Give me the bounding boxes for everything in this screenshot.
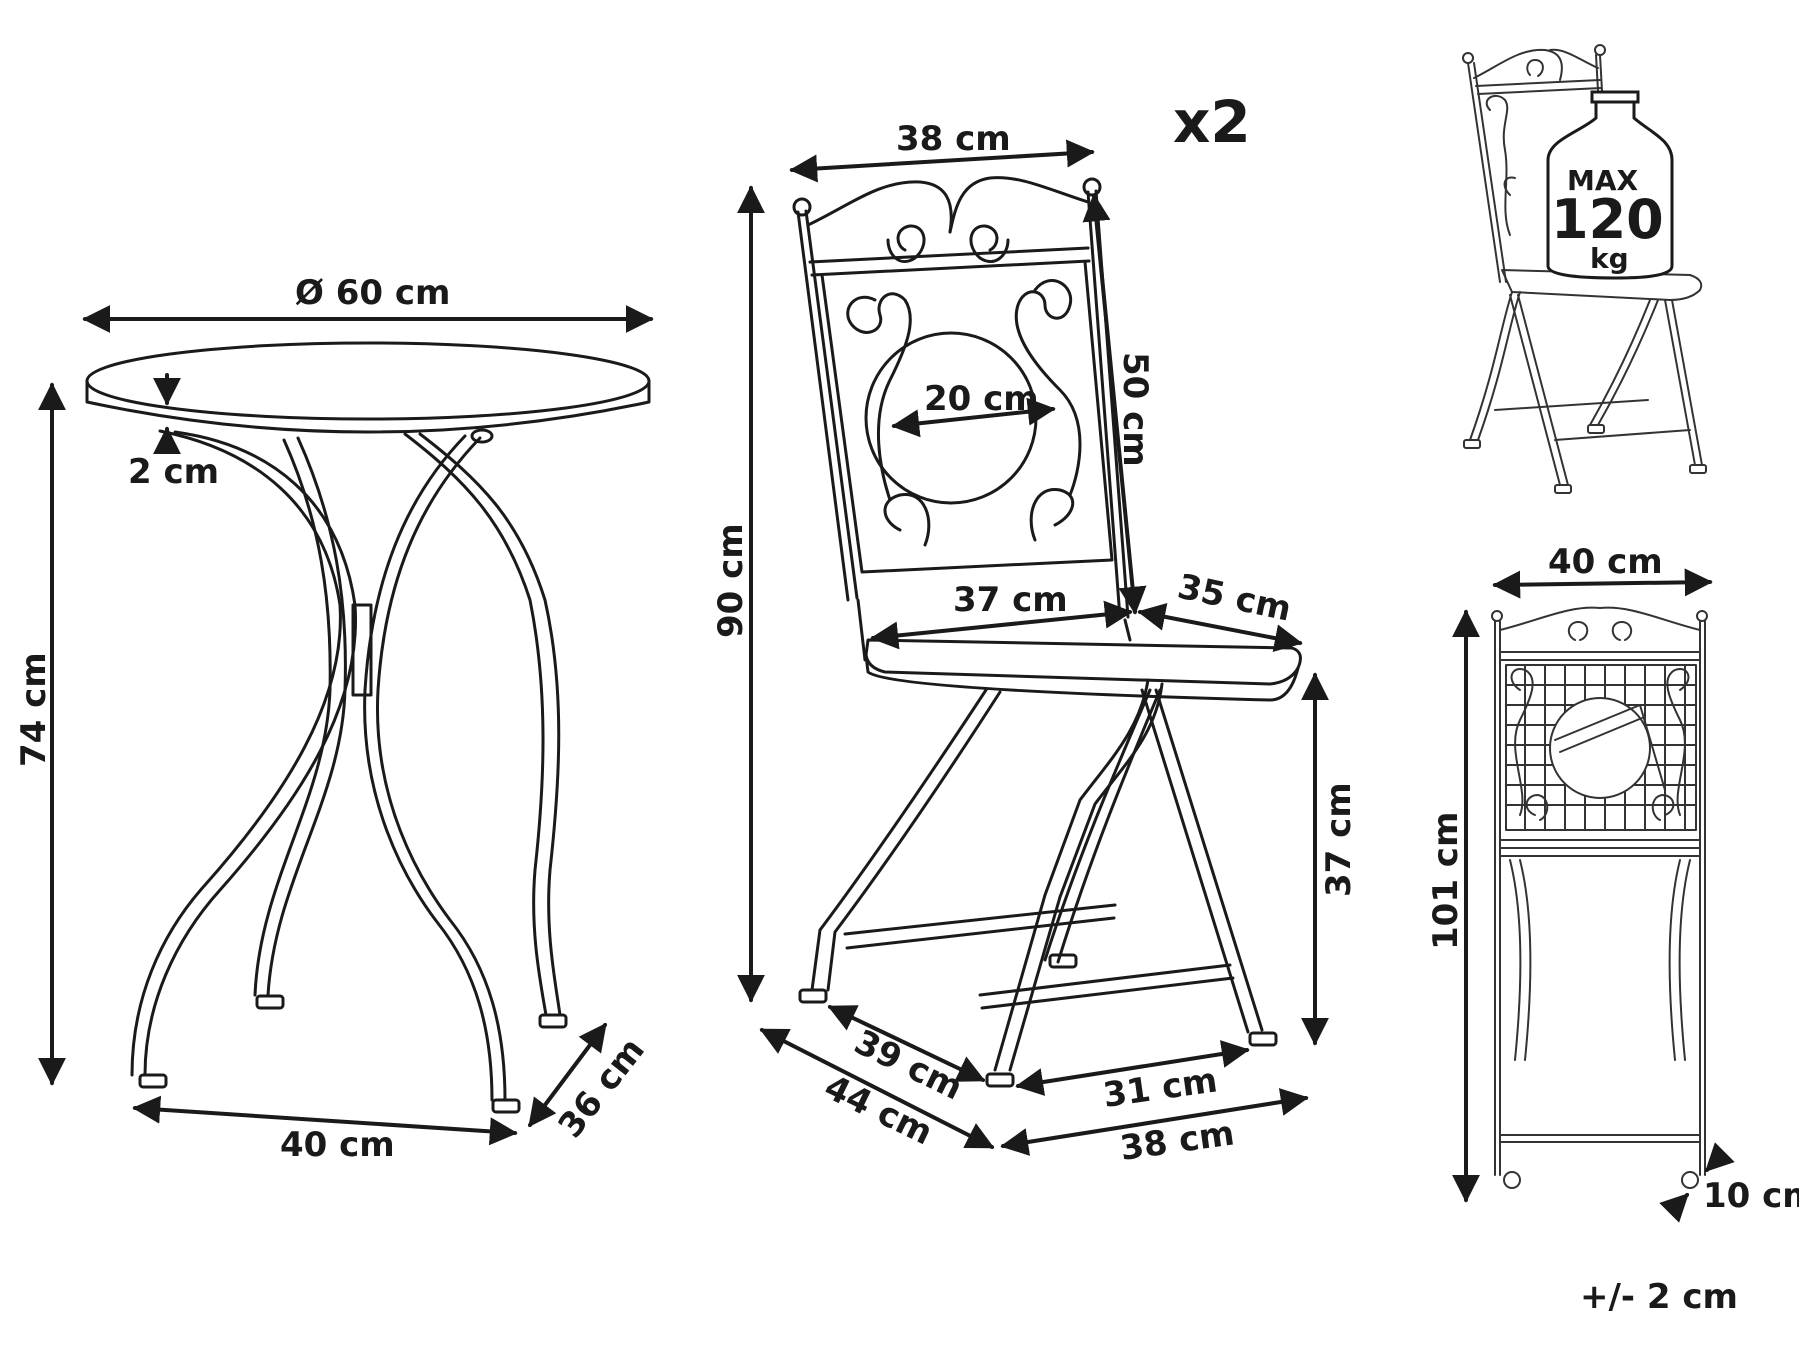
chair-medallion-label: 20 cm bbox=[924, 379, 1039, 419]
folded-chair-dimension-lines bbox=[1452, 568, 1735, 1223]
chair-top-width-label: 38 cm bbox=[896, 119, 1011, 159]
load-max-label: MAX bbox=[1567, 164, 1639, 197]
load-capacity-illustration: MAX 120 kg bbox=[1462, 44, 1707, 494]
folded-height-label: 101 cm bbox=[1426, 812, 1466, 950]
chair-seat-height-label: 37 cm bbox=[1319, 782, 1359, 897]
tolerance-note: +/- 2 cm bbox=[1580, 1277, 1738, 1317]
load-value-label: 120 bbox=[1551, 188, 1664, 251]
chair-seat-width-label: 37 cm bbox=[953, 580, 1068, 620]
table-dimension-lines bbox=[38, 305, 654, 1146]
table-top-thickness-label: 2 cm bbox=[128, 452, 219, 492]
folded-chair-frame bbox=[1491, 606, 1708, 1189]
table-base-width-label: 40 cm bbox=[280, 1125, 395, 1165]
chair-back-height-label: 50 cm bbox=[1115, 352, 1155, 467]
folded-width-label: 40 cm bbox=[1548, 542, 1663, 582]
table-base-depth-label: 36 cm bbox=[551, 1031, 653, 1146]
folded-chair-drawing: 40 cm 101 cm 10 cm bbox=[1426, 542, 1799, 1223]
table-top bbox=[85, 341, 651, 434]
chair-base-width-label: 38 cm bbox=[1118, 1113, 1237, 1169]
weight-bottle-icon: MAX 120 kg bbox=[1546, 90, 1674, 280]
load-unit-label: kg bbox=[1590, 242, 1629, 275]
chair-dimension-lines bbox=[737, 139, 1329, 1156]
quantity-label: x2 bbox=[1173, 88, 1251, 156]
chair-frame bbox=[792, 176, 1302, 1088]
chair-total-height-label: 90 cm bbox=[711, 523, 751, 638]
table-drawing: Ø 60 cm 2 cm 74 cm 40 cm 36 cm bbox=[14, 273, 654, 1165]
table-diameter-label: Ø 60 cm bbox=[295, 273, 450, 313]
table-height-label: 74 cm bbox=[14, 652, 54, 767]
table-legs bbox=[130, 428, 568, 1114]
folded-depth-label: 10 cm bbox=[1703, 1176, 1799, 1216]
chair-drawing: x2 38 cm 50 cm 20 cm 90 cm 37 cm 35 cm 3… bbox=[711, 88, 1359, 1169]
